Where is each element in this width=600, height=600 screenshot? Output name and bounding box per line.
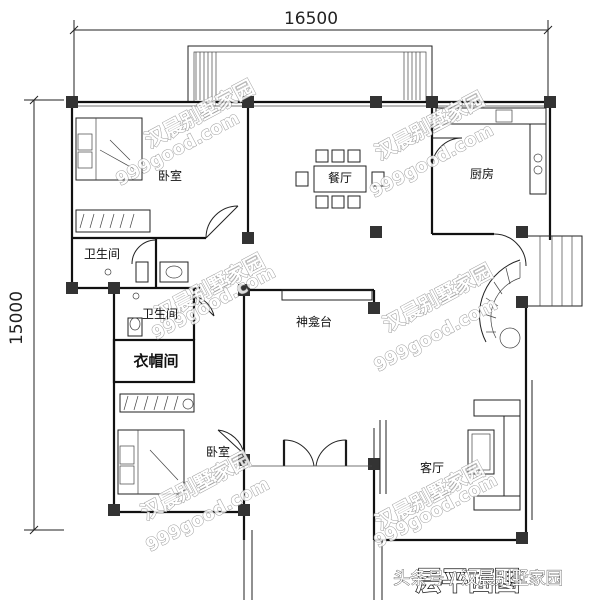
bed-bottom [117, 429, 185, 495]
columns [66, 96, 556, 544]
label-bedroom-top: 卧室 [158, 168, 182, 183]
entrance-door [250, 439, 372, 467]
drawing-title: 层平面图 [416, 567, 520, 597]
front-porch [243, 530, 383, 600]
bed-top [75, 117, 143, 181]
label-closet: 衣帽间 [133, 352, 178, 370]
kitchen-counters [431, 107, 547, 195]
door-bedroom-top [205, 205, 239, 239]
stair [479, 233, 583, 349]
door-bedroom-bottom [217, 429, 245, 455]
width-label: 16500 [284, 9, 338, 29]
dimension-depth: 15000 [7, 95, 64, 535]
dining-table [295, 149, 385, 209]
depth-label: 15000 [7, 291, 27, 345]
label-shrine: 神龛台 [296, 314, 332, 329]
walls [70, 100, 552, 542]
shrine-platform [281, 289, 373, 301]
label-bathroom-left: 卫生间 [84, 247, 120, 261]
bathroom-inner-fixtures [127, 292, 215, 337]
dimension-width: 16500 [69, 9, 553, 98]
label-kitchen: 厨房 [470, 166, 494, 181]
label-dining: 餐厅 [328, 170, 352, 185]
room-labels: 卧室 餐厅 厨房 卫生间 卫生间 神龛台 衣帽间 卧室 客厅 [84, 166, 494, 475]
label-bedroom-bottom: 卧室 [206, 444, 230, 459]
sofa-set [467, 380, 533, 520]
source-caption: 头条号 / 汉晨别墅家园 [393, 569, 563, 589]
label-bathroom-inner: 卫生间 [142, 307, 178, 321]
wardrobe-top [75, 209, 151, 233]
label-living: 客厅 [420, 460, 444, 475]
bathroom-left-fixtures [104, 239, 189, 283]
closet-rails [119, 393, 195, 413]
